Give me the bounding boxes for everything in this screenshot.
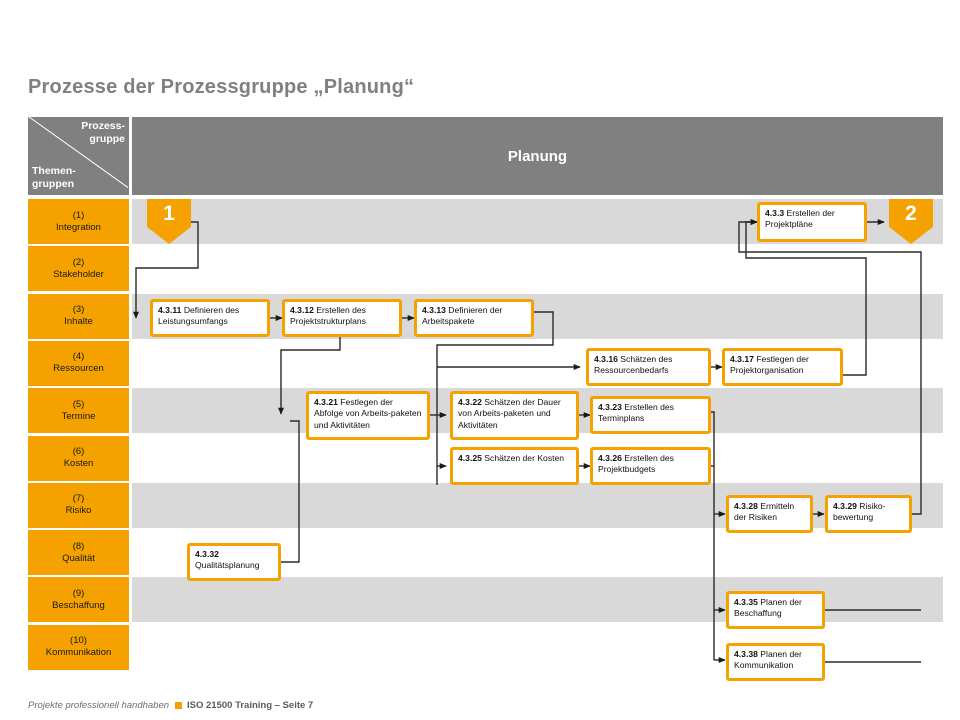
process-box-4-3-21[interactable]: 4.3.21 Festlegen der Abfolge von Arbeits…: [306, 391, 430, 440]
process-code: 4.3.22: [458, 397, 482, 407]
matrix-corner-header: Prozess- gruppe Themen- gruppen: [28, 117, 129, 195]
theme-group-name: Kommunikation: [45, 647, 112, 659]
process-code: 4.3.28: [734, 501, 758, 511]
process-code: 4.3.16: [594, 354, 618, 364]
process-code: 4.3.21: [314, 397, 338, 407]
theme-group-name: Risiko: [65, 505, 92, 517]
theme-group-beschaffung[interactable]: (9)Beschaffung: [28, 577, 129, 623]
process-label: Definieren der Arbeitspakete: [422, 305, 503, 327]
process-label: Festlegen der Abfolge von Arbeits-pakete…: [314, 397, 422, 430]
process-label: Planen der Beschaffung: [734, 597, 802, 619]
process-box-4-3-17[interactable]: 4.3.17 Festlegen der Projektorganisation: [722, 348, 843, 386]
process-box-4-3-11[interactable]: 4.3.11 Definieren des Leistungsumfangs: [150, 299, 270, 337]
process-code: 4.3.13: [422, 305, 446, 315]
page-title: Prozesse der Prozessgruppe „Planung“: [28, 76, 415, 98]
process-box-4-3-26[interactable]: 4.3.26 Erstellen des Projektbudgets: [590, 447, 711, 485]
corner-tg-line2: gruppen: [32, 177, 74, 190]
matrix-band-stakeholder: [132, 246, 943, 292]
theme-group-inhalte[interactable]: (3)Inhalte: [28, 293, 129, 339]
process-code: 4.3.23: [598, 402, 622, 412]
footer-course: ISO 21500 Training – Seite 7: [187, 700, 314, 711]
process-label: Risiko-bewertung: [833, 501, 886, 523]
theme-group-number: (7): [72, 493, 85, 505]
process-label: Festlegen der Projektorganisation: [730, 354, 809, 376]
slide-footer: Projekte professionell handhaben ISO 2150…: [28, 700, 728, 711]
process-code: 4.3.12: [290, 305, 314, 315]
process-code: 4.3.38: [734, 649, 758, 659]
theme-group-number: (9): [72, 587, 85, 599]
process-label: Schätzen der Kosten: [484, 453, 565, 463]
process-code: 4.3.35: [734, 597, 758, 607]
theme-group-number: (8): [72, 540, 85, 552]
corner-tg-line1: Themen-: [32, 165, 76, 177]
process-label: Qualitätsplanung: [195, 560, 260, 571]
process-box-4-3-22[interactable]: 4.3.22 Schätzen der Dauer von Arbeits-pa…: [450, 391, 579, 440]
process-label: Schätzen der Dauer von Arbeits-paketen u…: [458, 397, 561, 430]
theme-group-number: (5): [72, 398, 85, 410]
theme-group-risiko[interactable]: (7)Risiko: [28, 482, 129, 528]
theme-group-name: Stakeholder: [53, 268, 104, 280]
process-box-4-3-29[interactable]: 4.3.29 Risiko-bewertung: [825, 495, 912, 533]
footer-square-icon: [175, 701, 183, 709]
theme-group-number: (6): [72, 446, 85, 457]
corner-label-themengruppen: Themen- gruppen: [32, 165, 102, 190]
theme-group-termine[interactable]: (5)Termine: [28, 388, 129, 434]
process-code: 4.3.29: [833, 501, 857, 511]
theme-group-number: (10): [70, 635, 87, 647]
theme-group-name: Termine: [61, 410, 96, 422]
theme-group-kosten[interactable]: (6)Kosten: [28, 435, 129, 481]
process-label: Definieren des Leistungsumfangs: [158, 305, 240, 327]
matrix-band-risiko: [132, 482, 943, 528]
process-code: 4.3.17: [730, 354, 754, 364]
process-box-4-3-38[interactable]: 4.3.38 Planen der Kommunikation: [726, 643, 825, 681]
footer-tagline: Projekte professionell handhaben: [28, 700, 170, 711]
process-box-4-3-23[interactable]: 4.3.23 Erstellen des Terminplans: [590, 396, 711, 434]
process-code: 4.3.26: [598, 453, 622, 463]
process-label: Erstellen des Projektstrukturplans: [290, 305, 366, 327]
corner-label-prozessgruppe: Prozess- gruppe: [55, 120, 125, 145]
process-box-4-3-35[interactable]: 4.3.35 Planen der Beschaffung: [726, 591, 825, 629]
theme-group-name: Qualität: [62, 552, 95, 564]
theme-group-name: Ressourcen: [53, 363, 104, 375]
process-label: Erstellen der Projektpläne: [765, 208, 835, 230]
theme-group-qualität[interactable]: (8)Qualität: [28, 530, 129, 576]
theme-group-integration[interactable]: (1)Integration: [28, 199, 129, 244]
process-box-4-3-12[interactable]: 4.3.12 Erstellen des Projektstrukturplan…: [282, 299, 402, 337]
theme-group-number: (2): [72, 256, 85, 268]
theme-group-name: Integration: [56, 221, 101, 233]
process-box-4-3-28[interactable]: 4.3.28 Ermitteln der Risiken: [726, 495, 813, 533]
process-label: Planen der Kommunikation: [734, 649, 802, 671]
process-label: Erstellen des Terminplans: [598, 402, 674, 424]
theme-group-ressourcen[interactable]: (4)Ressourcen: [28, 340, 129, 386]
corner-pg-line2: gruppe: [89, 132, 125, 145]
theme-group-name: Kosten: [63, 458, 94, 469]
process-code: 4.3.3: [765, 208, 785, 218]
process-label: Erstellen des Projektbudgets: [598, 453, 674, 475]
process-box-4-3-13[interactable]: 4.3.13 Definieren der Arbeitspakete: [414, 299, 534, 337]
process-box-4-3-25[interactable]: 4.3.25 Schätzen der Kosten: [450, 447, 579, 485]
theme-group-stakeholder[interactable]: (2)Stakeholder: [28, 246, 129, 292]
theme-group-number: (3): [72, 304, 85, 316]
process-label: Ermitteln der Risiken: [734, 501, 795, 523]
theme-group-name: Inhalte: [64, 316, 93, 328]
corner-pg-line1: Prozess-: [81, 120, 125, 132]
process-box-4-3-32[interactable]: 4.3.32 Qualitätsplanung: [187, 543, 281, 581]
process-group-header: Planung: [132, 117, 943, 195]
theme-group-name: Beschaffung: [52, 599, 105, 611]
process-label: Schätzen des Ressourcenbedarfs: [594, 354, 673, 376]
theme-group-kommunikation[interactable]: (10)Kommunikation: [28, 624, 129, 670]
process-code: 4.3.25: [458, 453, 482, 463]
process-code: 4.3.32: [195, 549, 219, 559]
process-box-4-3-3[interactable]: 4.3.3 Erstellen der Projektpläne: [757, 202, 867, 242]
process-box-4-3-16[interactable]: 4.3.16 Schätzen des Ressourcenbedarfs: [586, 348, 711, 386]
theme-group-number: (1): [72, 209, 85, 221]
process-code: 4.3.11: [158, 305, 182, 315]
theme-group-number: (4): [72, 351, 85, 363]
